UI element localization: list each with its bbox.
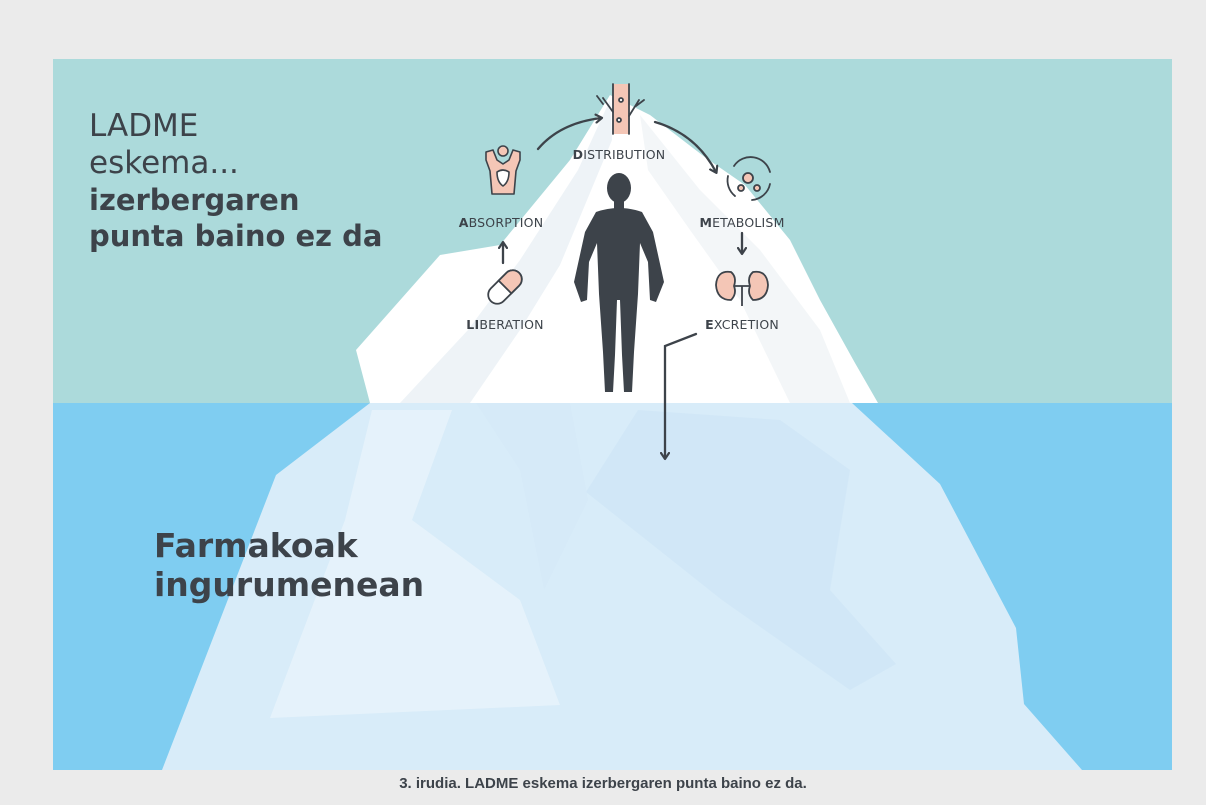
- stage-label-distribution: DISTRIBUTION: [572, 147, 666, 162]
- iceberg-facet: [476, 403, 588, 590]
- iceberg-tip-shade: [640, 115, 850, 403]
- underwater-title: Farmakoak ingurumenean: [154, 526, 424, 604]
- title-line-3: izerbergaren: [89, 183, 300, 217]
- title-line-2: eskema...: [89, 145, 239, 181]
- stage-label-metabolism: METABOLISM: [699, 215, 785, 230]
- metabolism-cycle-icon: [726, 156, 771, 201]
- pill-icon: [487, 269, 523, 305]
- diagram-title-bold: izerbergaren punta baino ez da: [89, 182, 382, 254]
- iceberg-tip-shade: [400, 100, 612, 403]
- arrow-excretion-to-environment: [665, 332, 698, 458]
- arrow-absorption-to-distribution: [536, 118, 601, 151]
- arrow-distribution-to-metabolism: [653, 120, 716, 172]
- title-line-1: LADME: [89, 108, 199, 144]
- human-body-silhouette: [574, 173, 664, 392]
- stage-label-absorption: ABSORPTION: [458, 215, 544, 230]
- flow-arrows: [503, 118, 742, 458]
- kidneys-icon: [715, 270, 769, 306]
- blood-vessel-icon: [596, 83, 645, 135]
- stage-label-liberation: LIBERATION: [466, 317, 544, 332]
- underwater-line-1: Farmakoak: [154, 526, 358, 565]
- figure-caption: 3. irudia. LADME eskema izerbergaren pun…: [399, 775, 807, 792]
- stage-label-excretion: EXCRETION: [705, 317, 779, 332]
- iceberg-facet: [270, 410, 560, 718]
- diagram-title-light: LADME eskema...: [89, 108, 239, 182]
- body-organs-icon: [485, 145, 521, 195]
- iceberg-facet: [586, 410, 896, 690]
- underwater-line-2: ingurumenean: [154, 565, 425, 604]
- title-line-4: punta baino ez da: [89, 219, 383, 253]
